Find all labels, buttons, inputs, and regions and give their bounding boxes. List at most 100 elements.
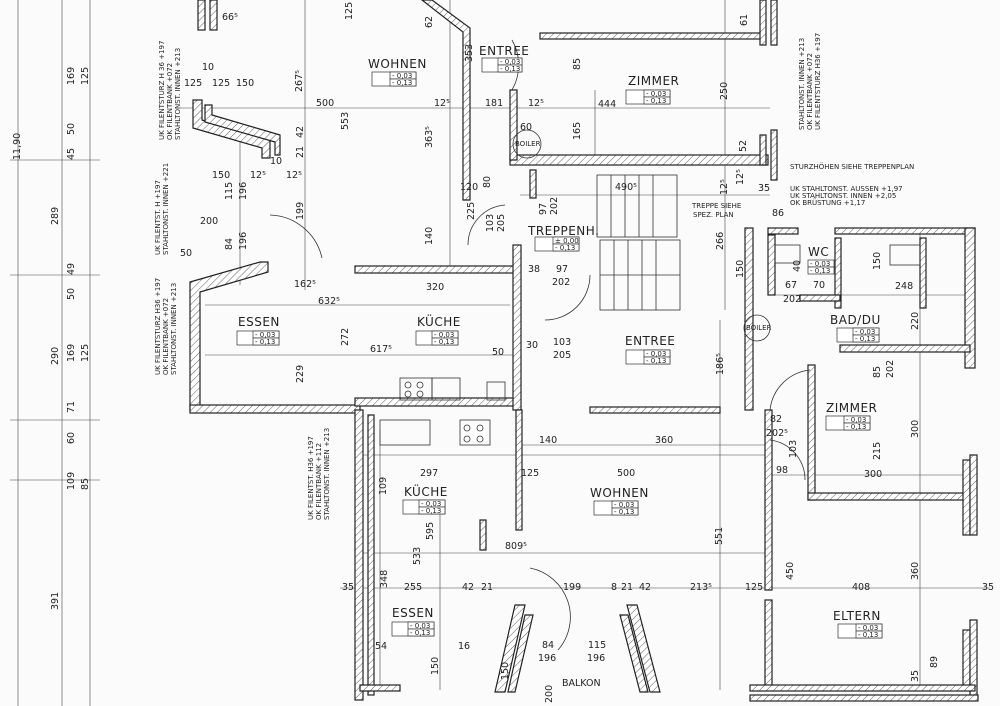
dimension-label: 125 xyxy=(80,67,91,85)
dimension-label: 186⁵ xyxy=(715,353,726,375)
note-lower-kitchen: OK FILENTBANK +112 xyxy=(315,443,323,520)
level-lower: - 0,13 xyxy=(646,97,666,105)
dimension-label: 150 xyxy=(212,170,230,181)
dimension-label: 250 xyxy=(719,82,730,100)
dimension-label: 205 xyxy=(553,350,571,361)
dimension-label: 115 xyxy=(588,640,606,651)
dimension-label: 35 xyxy=(342,582,354,593)
room-essen-left: ESSEN xyxy=(238,315,280,329)
note-left-mid: STAHLTONST. INNEN +221 xyxy=(162,163,170,255)
level-upper: - 0,03 xyxy=(434,331,454,339)
level-lower: - 0,13 xyxy=(255,338,275,346)
dimension-label: 595 xyxy=(425,522,436,540)
dimension-label: 450 xyxy=(785,562,796,580)
staircase xyxy=(596,174,681,311)
level-upper: - 0,03 xyxy=(410,622,430,630)
boiler-symbol xyxy=(512,129,542,159)
dimension-label: 71 xyxy=(66,401,77,413)
dimension-label: 84 xyxy=(542,640,554,651)
dimension-lines xyxy=(10,0,990,706)
level-upper: - 0,03 xyxy=(500,58,520,66)
dimension-label: 42 xyxy=(295,126,306,138)
note-left-low: STAHLTONST. INNEN +213 xyxy=(170,283,178,375)
dimension-label: 103 xyxy=(553,337,571,348)
dimension-label: 553 xyxy=(340,112,351,130)
room-wc: WC xyxy=(808,245,829,259)
dimension-label: 12⁵ xyxy=(250,170,266,181)
room-zimmer-right: ZIMMER xyxy=(826,401,877,415)
dimension-label: 103 xyxy=(788,440,799,458)
dimension-label: 35 xyxy=(910,670,921,682)
dimension-label: 140 xyxy=(424,227,435,245)
dimension-label: 290 xyxy=(50,347,61,365)
dimension-label: 103 xyxy=(485,214,496,232)
walls xyxy=(189,0,979,702)
dimension-label: 169 xyxy=(66,67,77,85)
dimension-label: 42 xyxy=(639,582,651,593)
dimension-label: 266 xyxy=(715,232,726,250)
dimension-label: 229 xyxy=(295,365,306,383)
dimension-label: 196 xyxy=(238,182,249,200)
dimension-label: 196 xyxy=(238,232,249,250)
dimension-label: 360 xyxy=(910,562,921,580)
dimension-label: 60 xyxy=(66,432,77,444)
room-kueche-lower: KÜCHE xyxy=(404,483,448,499)
dimension-label: 500 xyxy=(617,468,635,479)
note-right-top: STAHLTONST. INNEN +213 xyxy=(798,38,806,130)
note-left-low: UK FILENTSTURZ H36 +197 xyxy=(154,278,162,375)
dimension-label: 533 xyxy=(412,547,423,565)
dimension-label: 202 xyxy=(783,294,801,305)
dimension-label: 12⁵ xyxy=(719,179,730,195)
dimension-label: 50 xyxy=(492,347,504,358)
dimension-label: 125 xyxy=(745,582,763,593)
room-wohnen-top: WOHNEN xyxy=(368,57,427,71)
note-right-top: UK FILENTSTURZ H36 +197 xyxy=(814,33,822,130)
level-upper: - 0,03 xyxy=(392,72,412,80)
dimension-label: 89 xyxy=(929,656,940,668)
note-left-low: OK FILENTBANK +072 xyxy=(162,298,170,375)
dimension-label: 35 xyxy=(982,582,994,593)
level-upper: - 0,03 xyxy=(255,331,275,339)
dimension-label: 8 xyxy=(611,582,617,593)
room-entree-top: ENTREE xyxy=(479,44,529,58)
dimension-label: 348 xyxy=(379,570,390,588)
dimension-label: 12⁵ xyxy=(528,98,544,109)
dimension-label: 120 xyxy=(460,182,478,193)
room-zimmer-top: ZIMMER xyxy=(628,74,679,88)
level-lower: - 0,13 xyxy=(421,507,441,515)
dimension-label: 84 xyxy=(224,238,235,250)
dimension-label: 150 xyxy=(872,252,883,270)
kitchen-fixtures xyxy=(379,129,921,446)
dimension-label: 66⁵ xyxy=(222,12,238,23)
dimension-label: 70 xyxy=(813,280,825,291)
room-wohnen-lower: WOHNEN xyxy=(590,486,649,500)
dimension-label: 45 xyxy=(66,148,77,160)
dimension-label: 11,90 xyxy=(12,133,23,160)
dimension-label: 85 xyxy=(872,366,883,378)
dimension-label: 202 xyxy=(549,197,560,215)
level-upper: - 0,03 xyxy=(646,350,666,358)
dimension-label: 289 xyxy=(50,207,61,225)
dimension-label: 632⁵ xyxy=(318,296,340,307)
dimension-label: 150 xyxy=(236,78,254,89)
dimension-label: 225 xyxy=(466,202,477,220)
boiler-label: BOILER xyxy=(746,324,772,332)
dimension-label: 97 xyxy=(556,264,568,275)
level-lower: - 0,13 xyxy=(646,357,666,365)
level-upper: - 0,03 xyxy=(810,260,830,268)
dimension-labels-top: 66⁵ 267⁵ 125 62 353 85 61 125 10 125 150… xyxy=(180,2,784,278)
level-upper: - 0,03 xyxy=(614,501,634,509)
dimension-label: 809⁵ xyxy=(505,541,527,552)
note-right-top: OK FILENTBANK +072 xyxy=(806,53,814,130)
level-lower: - 0,13 xyxy=(858,631,878,639)
dimension-label: 52 xyxy=(738,140,749,152)
note-left-top: UK FILENTSTURZ H 36 +197 xyxy=(158,41,166,140)
dimension-label: 125 xyxy=(80,344,91,362)
dimension-labels-lower: 297 125 500 109 533 595 551 809⁵ 348 35 … xyxy=(342,468,994,703)
dimension-label: 85 xyxy=(572,58,583,70)
dimension-label: 199 xyxy=(563,582,581,593)
dimension-label: 363⁵ xyxy=(424,126,435,148)
dimension-label: 21 xyxy=(481,582,493,593)
dimension-label: 200 xyxy=(200,216,218,227)
dimension-label: 109 xyxy=(66,472,77,490)
